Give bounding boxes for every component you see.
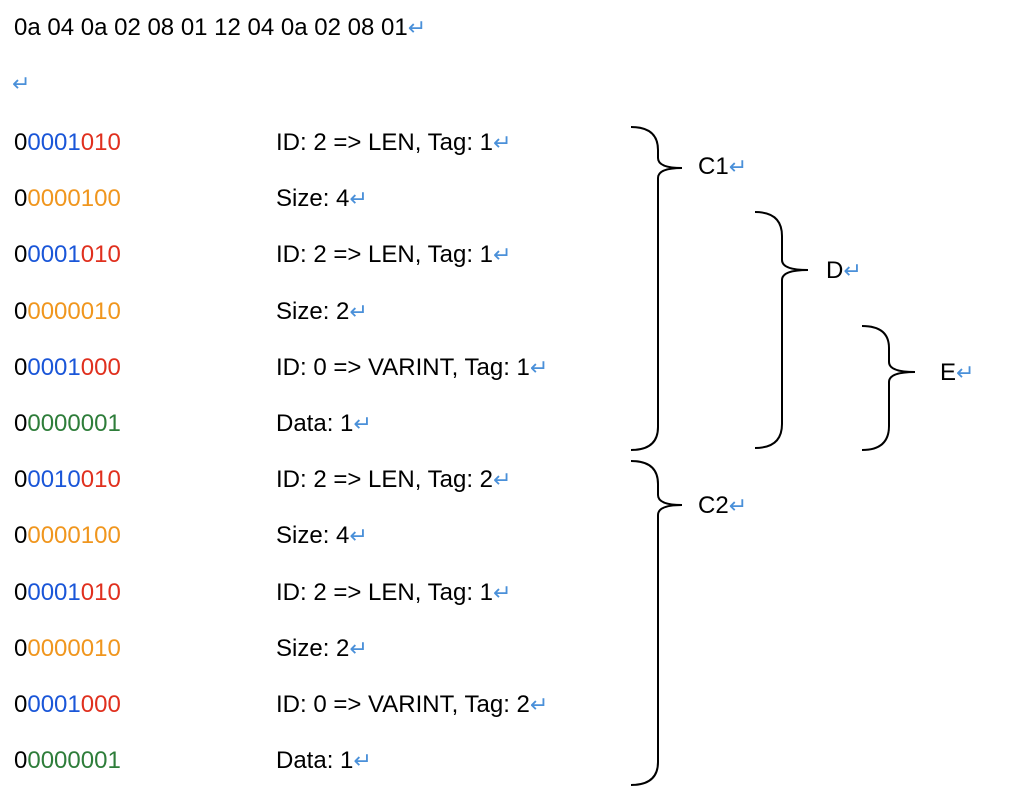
field-description: ID: 2 => LEN, Tag: 2↵	[276, 466, 511, 494]
bit-segment: 0	[14, 635, 28, 662]
return-mark-icon: ↵	[12, 71, 31, 96]
field-description-text: Data: 1	[276, 747, 354, 774]
return-mark-icon: ↵	[493, 130, 512, 155]
bit-segment: 0	[14, 185, 28, 212]
field-description-text: ID: 2 => LEN, Tag: 1	[276, 579, 494, 606]
bit-segment: 0	[14, 522, 28, 549]
header-bytes-line: 0a 04 0a 02 08 01 12 04 0a 02 08 01↵	[14, 14, 426, 42]
return-mark-icon: ↵	[529, 355, 549, 380]
field-description-text: Size: 4	[276, 522, 350, 549]
bit-pattern: 00000100	[14, 185, 121, 213]
bit-segment: 010	[80, 466, 121, 493]
bit-pattern: 00000100	[14, 522, 121, 550]
bit-pattern: 00001000	[14, 354, 121, 382]
brace-e	[861, 325, 916, 451]
bit-segment: 0000010	[27, 635, 121, 662]
return-mark-icon: ↵	[728, 154, 748, 179]
field-description-text: ID: 2 => LEN, Tag: 2	[276, 466, 494, 493]
empty-line: ↵	[12, 70, 30, 98]
brace-label-c1: C1↵	[698, 153, 748, 180]
bit-pattern: 00000001	[14, 410, 121, 438]
bit-segment: 0000100	[27, 522, 121, 549]
field-description-text: ID: 0 => VARINT, Tag: 1	[276, 354, 530, 381]
field-description: ID: 2 => LEN, Tag: 1↵	[276, 241, 511, 269]
bit-segment: 0	[14, 129, 28, 156]
bit-pattern: 00001010	[14, 241, 121, 269]
field-description-text: Size: 4	[276, 185, 350, 212]
field-description-text: ID: 0 => VARINT, Tag: 2	[276, 691, 530, 718]
field-description-text: ID: 2 => LEN, Tag: 1	[276, 129, 494, 156]
return-mark-icon: ↵	[493, 467, 512, 492]
field-description: ID: 0 => VARINT, Tag: 1↵	[276, 354, 548, 382]
bit-segment: 0000010	[27, 298, 121, 325]
field-description: Data: 1↵	[276, 410, 372, 438]
bit-segment: 0	[14, 298, 28, 325]
field-description: ID: 2 => LEN, Tag: 1↵	[276, 579, 511, 607]
field-description: ID: 2 => LEN, Tag: 1↵	[276, 129, 511, 157]
field-description-text: ID: 2 => LEN, Tag: 1	[276, 241, 494, 268]
return-mark-icon: ↵	[843, 258, 862, 283]
brace-c2	[630, 460, 683, 786]
bit-segment: 000	[80, 354, 121, 381]
bit-pattern: 00000010	[14, 635, 121, 663]
brace-label-c2: C2↵	[698, 492, 748, 519]
bit-pattern: 00010010	[14, 466, 121, 494]
bit-pattern: 00000001	[14, 747, 121, 775]
bit-segment: 010	[80, 129, 121, 156]
bit-segment: 0000100	[27, 185, 121, 212]
return-mark-icon: ↵	[349, 636, 368, 661]
field-description: Size: 2↵	[276, 298, 368, 326]
field-description-text: Data: 1	[276, 410, 354, 437]
bit-segment: 0001	[27, 691, 81, 718]
brace-c1	[630, 126, 683, 451]
field-description: Size: 2↵	[276, 635, 368, 663]
bit-segment: 0	[14, 747, 28, 774]
bit-segment: 0010	[27, 466, 81, 493]
bit-segment: 0	[14, 466, 28, 493]
bit-segment: 0000001	[27, 410, 121, 437]
bit-segment: 0	[14, 579, 28, 606]
bit-segment: 0001	[27, 579, 81, 606]
bit-segment: 000	[80, 691, 121, 718]
bit-segment: 010	[80, 579, 121, 606]
bit-pattern: 00001000	[14, 691, 121, 719]
return-mark-icon: ↵	[349, 523, 368, 548]
field-description: Data: 1↵	[276, 747, 372, 775]
header-bytes: 0a 04 0a 02 08 01 12 04 0a 02 08 01	[14, 14, 408, 41]
bit-segment: 0001	[27, 129, 81, 156]
bit-segment: 0001	[27, 354, 81, 381]
bit-segment: 0	[14, 410, 28, 437]
return-mark-icon: ↵	[349, 299, 368, 324]
return-mark-icon: ↵	[728, 493, 748, 518]
bit-segment: 0000001	[27, 747, 121, 774]
return-mark-icon: ↵	[956, 360, 975, 385]
bit-pattern: 00001010	[14, 129, 121, 157]
return-mark-icon: ↵	[353, 748, 372, 773]
return-mark-icon: ↵	[493, 242, 512, 267]
return-mark-icon: ↵	[529, 692, 549, 717]
bit-pattern: 00001010	[14, 579, 121, 607]
return-mark-icon: ↵	[349, 186, 368, 211]
bit-pattern: 00000010	[14, 298, 121, 326]
field-description-text: Size: 2	[276, 298, 350, 325]
bit-segment: 010	[80, 241, 121, 268]
field-description: Size: 4↵	[276, 522, 368, 550]
return-mark-icon: ↵	[493, 580, 512, 605]
brace-d	[754, 211, 809, 449]
brace-label-e: E↵	[940, 359, 975, 386]
return-mark-icon: ↵	[407, 15, 427, 40]
bit-segment: 0001	[27, 241, 81, 268]
field-description: Size: 4↵	[276, 185, 368, 213]
field-description-text: Size: 2	[276, 635, 350, 662]
field-description: ID: 0 => VARINT, Tag: 2↵	[276, 691, 548, 719]
brace-label-d: D↵	[826, 257, 862, 284]
bit-segment: 0	[14, 354, 28, 381]
bit-segment: 0	[14, 691, 28, 718]
bit-segment: 0	[14, 241, 28, 268]
return-mark-icon: ↵	[353, 411, 372, 436]
